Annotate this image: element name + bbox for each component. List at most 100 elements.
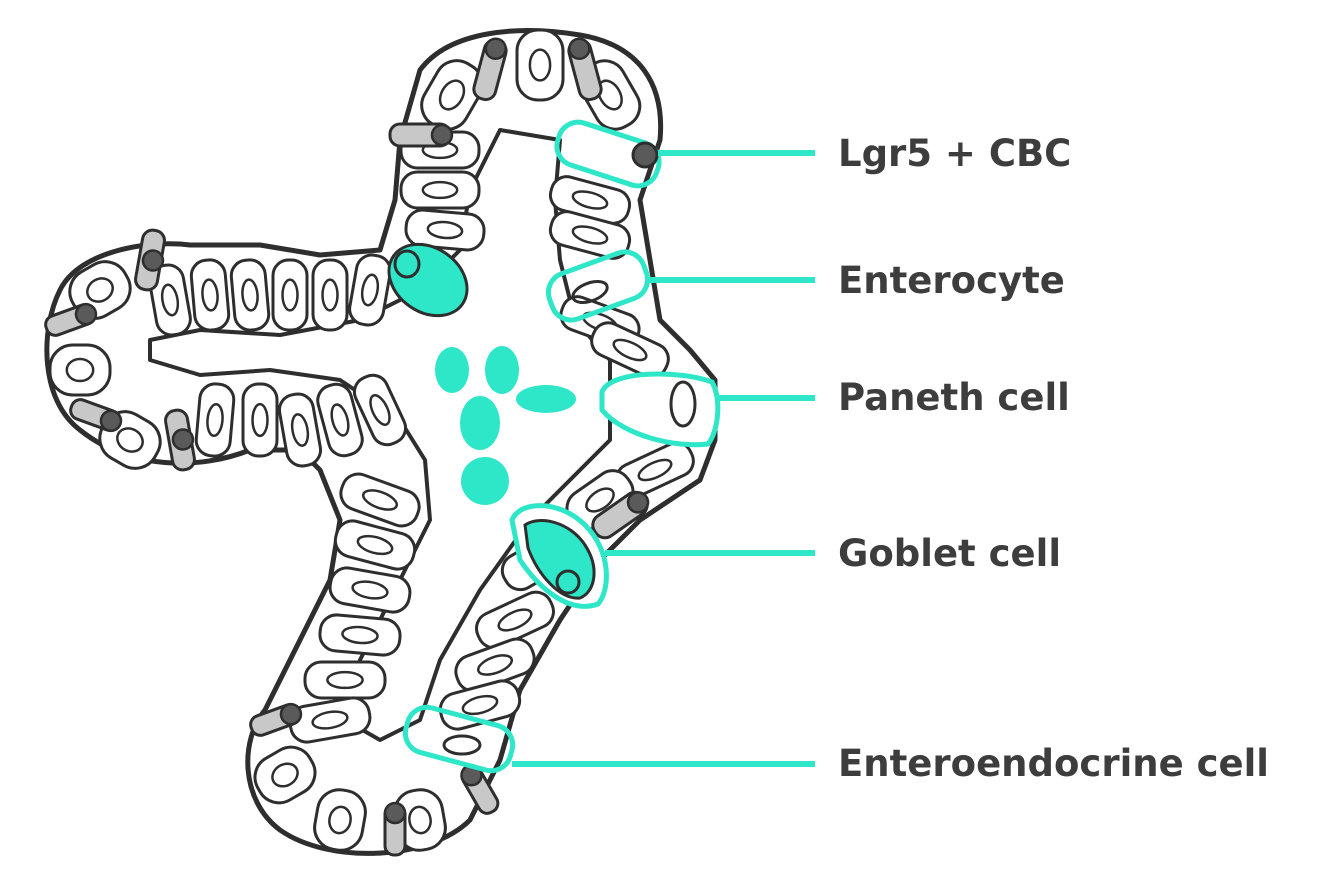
dark-nucleus — [626, 491, 650, 514]
crypt-cell — [44, 302, 98, 337]
label-enterocyte: Enterocyte — [838, 259, 1065, 302]
crypt-cell — [383, 801, 407, 857]
epithelial-cell — [241, 382, 279, 458]
secretory-cell — [387, 242, 469, 318]
epithelial-cell — [229, 258, 271, 332]
nucleus — [251, 402, 269, 438]
nucleus — [116, 427, 144, 453]
nucleus — [201, 278, 219, 312]
granule — [516, 385, 576, 413]
nucleus — [311, 710, 349, 730]
nucleus — [361, 489, 399, 511]
crypt-cell — [69, 398, 123, 433]
epithelial-cell — [271, 258, 309, 332]
epithelial-cell — [253, 745, 317, 805]
nucleus — [321, 278, 339, 312]
nucleus — [271, 762, 299, 788]
label-goblet-cell: Goblet cell — [838, 532, 1061, 575]
epithelial-cell — [148, 263, 192, 337]
dark-nucleus — [484, 37, 507, 60]
nucleus — [356, 534, 394, 556]
crypt-cell — [249, 702, 303, 737]
dark-nucleus — [430, 123, 454, 147]
epithelial-cell — [333, 519, 417, 571]
dark-nucleus — [99, 409, 123, 433]
goblet-cell — [509, 503, 609, 609]
epithelial-cell — [399, 170, 481, 210]
dark-nucleus — [171, 428, 195, 451]
dark-nucleus — [141, 249, 165, 272]
nucleus — [65, 357, 95, 383]
crypt-cell — [567, 37, 603, 102]
epithelial-cell — [475, 590, 555, 650]
epithelial-cell — [313, 788, 367, 852]
leader-lines — [512, 150, 815, 767]
nucleus — [290, 413, 310, 447]
granule — [460, 396, 500, 450]
epithelial-cell — [590, 321, 670, 379]
nucleus — [326, 670, 364, 690]
nucleus — [206, 402, 224, 438]
crypt-cell — [134, 228, 166, 292]
nucleus — [571, 225, 609, 245]
crypt-cell — [164, 408, 196, 472]
nucleus — [637, 458, 673, 482]
epithelial-cell — [189, 258, 231, 332]
epithelial-cell — [404, 208, 486, 252]
nucleus — [330, 403, 350, 437]
nucleus — [351, 580, 389, 600]
nucleus — [597, 79, 623, 111]
nucleus — [528, 48, 552, 82]
dark-nucleus — [568, 37, 591, 60]
lumen-granules — [435, 346, 576, 505]
nucleus — [328, 805, 352, 835]
epithelial-cells — [44, 28, 695, 857]
epithelial-cell — [348, 253, 392, 327]
nucleus — [281, 278, 299, 312]
epithelial-cell — [420, 59, 484, 131]
label-enteroendocrine-cell: Enteroendocrine cell — [838, 742, 1269, 785]
epithelial-cell — [352, 373, 408, 447]
epithelial-cell — [318, 613, 402, 657]
nucleus — [612, 338, 648, 362]
paneth-cell — [599, 371, 721, 448]
epithelial-cell — [194, 382, 236, 458]
nucleus — [341, 625, 379, 645]
nucleus — [160, 283, 180, 317]
nucleus — [86, 277, 114, 303]
nucleus — [438, 79, 466, 111]
nucleus — [408, 805, 432, 835]
epithelial-cell — [339, 472, 421, 528]
nucleus — [369, 394, 391, 426]
nucleus — [426, 220, 464, 240]
granule — [435, 347, 469, 393]
crypt-cell — [591, 490, 650, 540]
nucleus — [476, 654, 514, 676]
epithelial-cell — [548, 210, 632, 260]
nucleus — [241, 278, 259, 312]
epithelial-cell — [288, 696, 372, 744]
dark-nucleus — [383, 801, 407, 825]
lgr5-cbc-cell — [554, 119, 662, 189]
granule — [461, 457, 509, 505]
dark-nucleus — [279, 702, 303, 726]
epithelial-cell — [311, 258, 349, 332]
label-lgr5-cbc: Lgr5 + CBC — [838, 132, 1071, 175]
nucleus — [360, 273, 380, 307]
dark-nucleus — [74, 302, 98, 326]
epithelial-cell — [316, 382, 364, 458]
nucleus — [497, 608, 533, 632]
nucleus — [585, 487, 615, 513]
epithelial-cell — [277, 392, 323, 468]
epithelial-cell — [328, 566, 412, 614]
crypt-cell — [388, 122, 454, 148]
epithelial-cell — [303, 660, 387, 700]
epithelial-cell — [48, 343, 112, 397]
nucleus — [421, 180, 459, 200]
crypt-cell — [472, 37, 508, 102]
nucleus — [461, 694, 499, 716]
enteroendocrine-cell — [402, 704, 516, 774]
granule — [485, 346, 519, 394]
nucleus — [571, 190, 609, 210]
